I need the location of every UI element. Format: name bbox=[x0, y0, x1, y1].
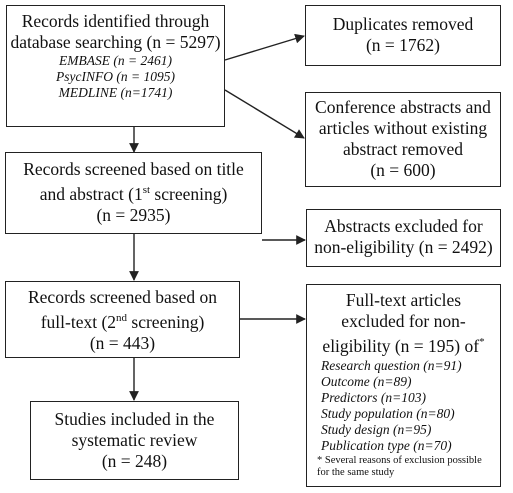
psycinfo-count: PsycINFO (n = 1095) bbox=[56, 69, 175, 84]
fulltext-line2: excluded for non- bbox=[341, 311, 466, 331]
reason-publication-type: Publication type (n=70) bbox=[321, 437, 452, 453]
conference-abstracts-box: Conference abstracts and articles withou… bbox=[305, 92, 501, 187]
included-line3: (n = 248) bbox=[101, 451, 168, 471]
footnote-line2: for the same study bbox=[317, 466, 395, 478]
conference-line1: Conference abstracts and bbox=[315, 97, 491, 117]
abstracts-excluded-box: Abstracts excluded for non-eligibility (… bbox=[306, 209, 501, 267]
reason-study-design: Study design (n=95) bbox=[321, 421, 432, 437]
fulltext-line3: eligibility (n = 195) of* bbox=[322, 335, 485, 356]
fulltext-excluded-box: Full-text articles excluded for non- eli… bbox=[306, 284, 501, 487]
conference-line2: articles without existing bbox=[318, 118, 488, 138]
medline-count: MEDLINE (n=1741) bbox=[58, 85, 173, 100]
duplicates-removed-line1: Duplicates removed bbox=[332, 14, 474, 34]
included-line2: systematic review bbox=[71, 430, 198, 450]
records-identified-line1: Records identified through bbox=[21, 11, 210, 31]
abstracts-excluded-line2: non-eligibility (n = 2492) bbox=[314, 237, 493, 257]
conference-line4: (n = 600) bbox=[370, 160, 436, 180]
screened1-line1: Records screened based on title bbox=[23, 159, 244, 179]
abstracts-excluded-line1: Abstracts excluded for bbox=[324, 216, 483, 236]
records-identified-line2: database searching (n = 5297) bbox=[10, 32, 221, 52]
screened1-line3: (n = 2935) bbox=[96, 204, 171, 225]
reason-research-question: Research question (n=91) bbox=[321, 357, 462, 373]
records-screened-second-box: Records screened based on full-text (2nd… bbox=[5, 281, 240, 358]
screened2-line2: full-text (2nd screening) bbox=[40, 311, 205, 332]
exclusion-reasons-list: Research question (n=91) Outcome (n=89) … bbox=[307, 358, 500, 454]
screened1-line2: and abstract (1st screening) bbox=[39, 183, 228, 204]
fulltext-line1: Full-text articles bbox=[345, 290, 462, 310]
footnote: * Several reasons of exclusion possible … bbox=[307, 455, 500, 479]
reason-predictors: Predictors (n=103) bbox=[321, 389, 426, 405]
arrow-identified-to-duplicates bbox=[224, 33, 305, 61]
studies-included-box: Studies included in the systematic revie… bbox=[30, 401, 239, 480]
reason-outcome: Outcome (n=89) bbox=[321, 373, 412, 389]
duplicates-removed-box: Duplicates removed (n = 1762) bbox=[305, 5, 501, 66]
reason-study-population: Study population (n=80) bbox=[321, 405, 455, 421]
included-line1: Studies included in the bbox=[54, 409, 215, 429]
records-screened-first-box: Records screened based on title and abst… bbox=[5, 152, 262, 234]
embase-count: EMBASE (n = 2461) bbox=[59, 53, 172, 68]
screened2-line1: Records screened based on bbox=[27, 287, 218, 307]
conference-line3: abstract removed bbox=[342, 139, 463, 159]
screened2-line3: (n = 443) bbox=[89, 332, 156, 353]
duplicates-removed-line2: (n = 1762) bbox=[365, 35, 441, 55]
records-identified-box: Records identified through database sear… bbox=[6, 5, 225, 127]
footnote-line1: * Several reasons of exclusion possible bbox=[317, 454, 482, 466]
arrow-identified-to-conference bbox=[224, 89, 305, 139]
